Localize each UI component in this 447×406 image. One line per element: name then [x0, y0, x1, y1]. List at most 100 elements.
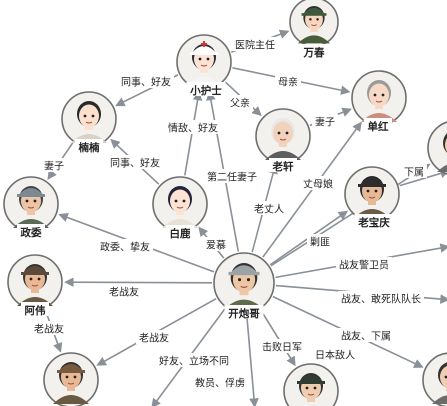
- person-node-right2[interactable]: [422, 352, 447, 406]
- edge-label: 妻子: [44, 160, 64, 173]
- edge-label-bg: [312, 114, 338, 128]
- person-node-xiaohushi[interactable]: 小护士: [176, 34, 232, 97]
- node-name: 老宝庆: [357, 216, 390, 229]
- edge-label: 剿匪: [310, 236, 330, 249]
- edge-label: 同事、好友: [121, 76, 171, 89]
- edge-label-bg: [338, 328, 394, 342]
- edge-label: 母亲: [278, 76, 298, 89]
- node-name: 政委: [21, 226, 42, 239]
- node-name: 万春: [303, 46, 325, 59]
- edge-label-bg: [275, 74, 301, 88]
- person-node-right1[interactable]: [427, 121, 447, 175]
- person-node-bottom2[interactable]: [283, 363, 339, 406]
- edge-label: 第二任妻子: [207, 171, 257, 184]
- person-node-nannan[interactable]: 楠楠: [61, 91, 117, 154]
- portrait-icon: [186, 41, 222, 86]
- edge-label-bg: [336, 257, 392, 271]
- node-name-bg: [224, 305, 264, 319]
- edge-kaipaoge-bottom_edge1: [245, 314, 259, 406]
- edge-label-bg: [118, 74, 174, 88]
- portrait-icon: [432, 362, 447, 404]
- edge-label-bg: [41, 158, 67, 172]
- avatar-frame: [427, 121, 447, 175]
- edge-label: 医院主任: [235, 39, 275, 52]
- node-name-bg: [364, 118, 392, 132]
- edge-label-bg: [136, 330, 172, 344]
- node-name-bg: [186, 82, 226, 96]
- edge-label-bg: [97, 239, 153, 253]
- node-name: 白鹿: [170, 227, 191, 240]
- portrait-icon: [53, 362, 89, 404]
- node-name: 小护士: [189, 84, 222, 97]
- person-node-bottom1[interactable]: [43, 352, 99, 406]
- edge-label: 日本敌人: [315, 349, 355, 362]
- avatar-frame: [422, 352, 447, 406]
- edge-label: 政委、挚友: [100, 241, 150, 254]
- edge-label-bg: [204, 169, 260, 183]
- edge-label: 战友、敢死队队长: [341, 293, 421, 306]
- person-node-kaipaoge[interactable]: 开炮哥: [213, 252, 275, 320]
- edge-label: 同事、好友: [110, 157, 160, 170]
- portrait-icon: [298, 6, 330, 44]
- edge-label: 教员、俘虏: [195, 377, 245, 390]
- node-name: 开炮哥: [228, 307, 260, 320]
- edge-label: 击败日军: [262, 341, 302, 354]
- edge-label: 好友、立场不同: [159, 355, 229, 368]
- portrait-icon: [297, 373, 325, 402]
- node-name-bg: [75, 139, 103, 153]
- node-name-bg: [300, 44, 328, 58]
- edge-label-bg: [192, 375, 248, 389]
- person-node-shanhong[interactable]: 单红: [351, 70, 407, 133]
- person-node-awei[interactable]: 阿伟: [7, 254, 63, 317]
- edge-label: 战友警卫员: [339, 259, 389, 272]
- edge-label-bg: [251, 201, 287, 215]
- edge-label-bg: [227, 95, 253, 109]
- edge-labels-layer: 医院主任同事、好友母亲父亲妻子情敌、好友同事、好友妻子下属第二任妻子老丈人丈母娘…: [31, 37, 427, 390]
- node-name: 老轩: [272, 160, 294, 173]
- person-node-laobaoqing[interactable]: 老宝庆: [344, 166, 400, 229]
- edge-label-bg: [307, 234, 333, 248]
- edge-label: 爱慕: [206, 239, 226, 252]
- edge-label-bg: [232, 37, 278, 51]
- edge-label-bg: [401, 164, 427, 178]
- edge-label-bg: [259, 339, 305, 353]
- edge-label: 情敌、好友: [168, 122, 218, 135]
- edge-label-bg: [300, 176, 336, 190]
- edge-label: 老战友: [34, 323, 64, 336]
- edge-label-bg: [338, 291, 424, 305]
- edge-label-bg: [165, 120, 221, 134]
- person-node-zhengwei[interactable]: 政委: [3, 176, 59, 239]
- edge-kaipaoge-shanhong: [262, 121, 362, 258]
- edge-label-bg: [203, 237, 229, 251]
- edge-label: 丈母娘: [303, 178, 333, 191]
- person-node-wanchun[interactable]: 万春: [289, 0, 339, 59]
- edge-label-bg: [106, 284, 142, 298]
- node-name-bg: [17, 224, 45, 238]
- portrait-icon: [265, 118, 301, 160]
- person-node-bailu[interactable]: 白鹿: [152, 176, 208, 240]
- edge-label: 妻子: [315, 116, 335, 129]
- edge-label: 老战友: [109, 286, 139, 299]
- node-name: 阿伟: [25, 304, 46, 317]
- edge-label: 战友、下属: [341, 330, 391, 343]
- edge-kaipaoge-bottom2: [260, 309, 296, 367]
- edge-label: 老丈人: [254, 203, 284, 216]
- edge-label-bg: [312, 347, 358, 361]
- edge-label-bg: [156, 353, 232, 367]
- edge-kaipaoge-awei: [64, 277, 213, 287]
- node-name-bg: [21, 302, 49, 316]
- edge-kaipaoge-right1: [270, 163, 431, 267]
- edge-label: 老战友: [139, 332, 169, 345]
- edge-label-bg: [31, 321, 67, 335]
- edge-label-bg: [107, 155, 163, 169]
- edge-label: 下属: [404, 167, 424, 179]
- node-name-bg: [269, 158, 297, 172]
- edge-laobaoqing-right_edge1: [399, 168, 447, 187]
- node-name-bg: [166, 225, 194, 239]
- node-name-bg: [354, 214, 394, 228]
- node-name: 单红: [368, 120, 389, 133]
- edge-label: 父亲: [230, 97, 250, 110]
- person-node-laoxuan[interactable]: 老轩: [255, 108, 311, 173]
